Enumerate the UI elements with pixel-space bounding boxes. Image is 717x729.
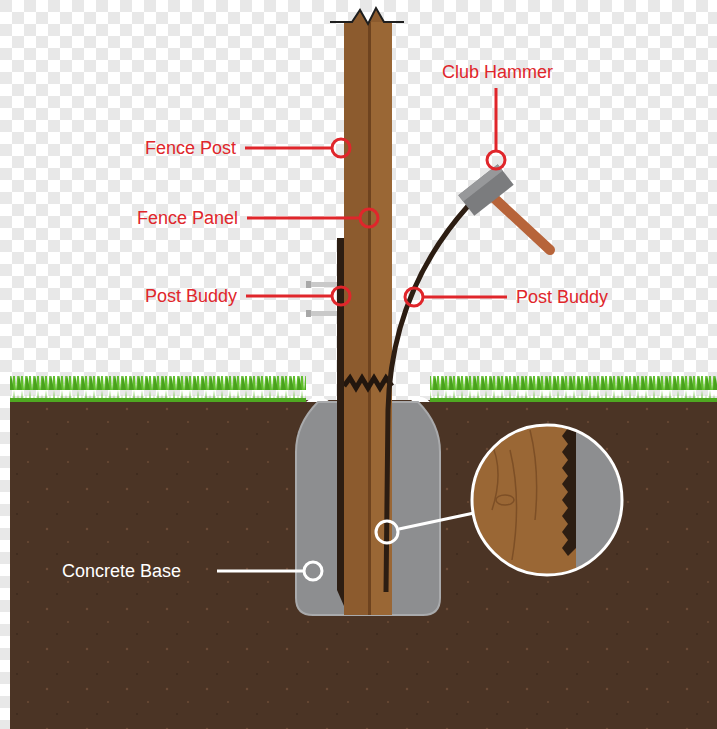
marker-circle [332,287,350,305]
leader-line [247,217,359,220]
leader-line [246,295,331,298]
post-buddy-left [337,238,344,590]
part-label: Concrete Base [62,560,181,582]
grass-base [430,398,717,402]
lens-wood [470,424,625,576]
fence-panel-groove [368,22,371,615]
hammer-handle [494,198,550,250]
grass [10,376,306,402]
detail-marker [376,521,398,543]
part-label: Fence Panel [137,207,238,229]
grass [430,376,717,402]
post-break [344,378,392,388]
screw-head [306,310,311,317]
break-line [330,8,404,24]
marker-circle [487,151,505,169]
part-label: Post Buddy [516,286,608,308]
part-label: Club Hammer [442,61,553,83]
screw-head [306,281,311,288]
wood-knot [496,495,514,505]
marker-circle [405,288,423,306]
post-buddy-tip [337,590,344,606]
leader-line [495,88,498,150]
leaders [245,88,507,306]
detail-lens [470,424,626,576]
part-label: Post Buddy [145,285,237,307]
screw [310,282,337,287]
screw [310,311,337,316]
marker-circle [360,209,378,227]
leader-line [217,570,303,573]
wood-grain [490,430,537,560]
leader-line [424,296,507,299]
leader-line [245,147,331,150]
detail-leader [399,513,474,529]
serrated-buddy [562,424,576,556]
grass-base [10,398,306,402]
marker-circle [332,139,350,157]
part-label: Fence Post [145,137,236,159]
hammer-head [458,164,513,215]
lens-ring [472,425,622,575]
hammer-head [458,164,513,215]
marker-circle [304,562,322,580]
